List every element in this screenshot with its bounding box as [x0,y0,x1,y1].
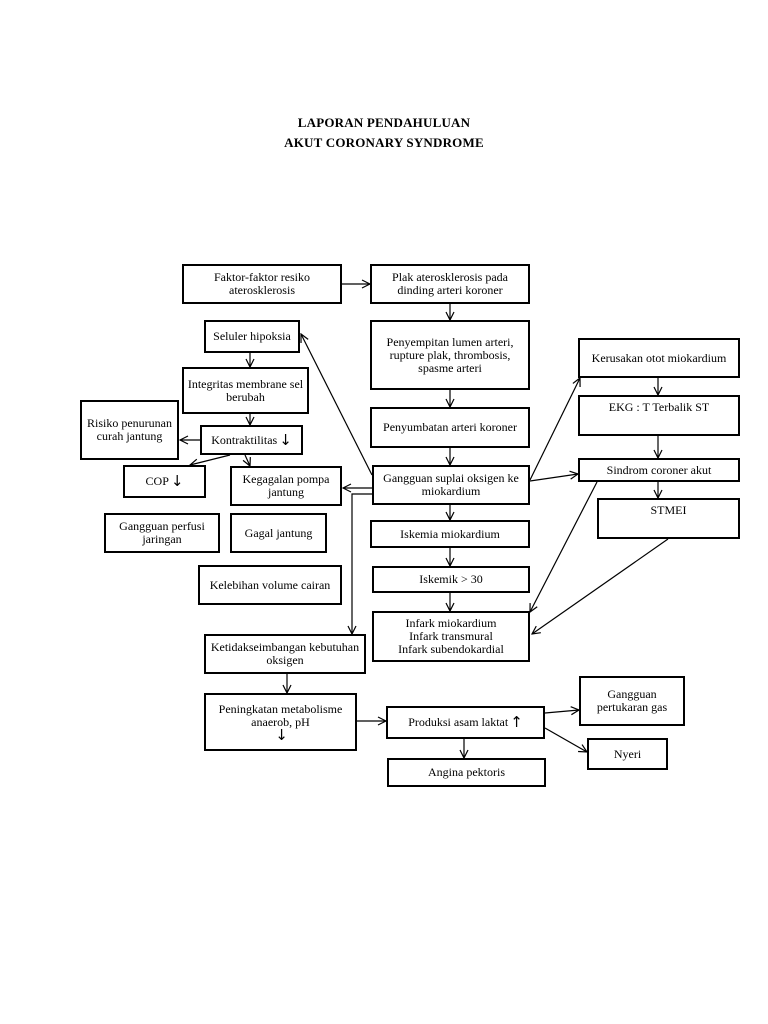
node-kontraktilitas: Kontraktilitas↓ [200,425,303,455]
arrow-sindrom-to-infark [530,481,598,612]
node-ekg: EKG : T Terbalik ST [578,395,740,436]
node-peningkatan-metabolisme: Peningkatan metabolisme anaerob, pH↓ [204,693,357,751]
down-arrow-icon: ↓ [170,472,184,490]
node-penyumbatan-arteri: Penyumbatan arteri koroner [370,407,530,448]
node-kegagalan-pompa: Kegagalan pompa jantung [230,466,342,506]
node-infark: Infark miokardium Infark transmural Infa… [372,611,530,662]
down-arrow-icon: ↓ [279,430,292,449]
node-stmei: STMEI [597,498,740,539]
node-nyeri: Nyeri [587,738,668,770]
node-plak-aterosklerosis: Plak aterosklerosis pada dinding arteri … [370,264,530,304]
up-arrow-icon: ↑ [510,713,523,731]
node-gangguan-pertukaran-gas: Gangguan pertukaran gas [579,676,685,726]
down-arrow-icon: ↓ [275,725,288,744]
page-title: LAPORAN PENDAHULUAN [297,115,471,130]
node-gangguan-suplai: Gangguan suplai oksigen ke miokardium [372,465,530,505]
node-integritas-membrane: Integritas membrane sel berubah [182,367,309,414]
page-subtitle: AKUT CORONARY SYNDROME [284,135,484,150]
node-seluler-hipoksia: Seluler hipoksia [204,320,300,353]
node-faktor-resiko: Faktor-faktor resiko aterosklerosis [182,264,342,304]
node-kelebihan-volume: Kelebihan volume cairan [198,565,342,605]
infark-miokardium-text: Infark miokardium [405,616,497,630]
arrow-kontraktilitas-to-cop [190,454,231,465]
infark-transmural-text: Infark transmural [409,629,493,643]
node-angina-pektoris: Angina pektoris [387,758,546,787]
arrow-gangguan-to-sindrom [529,474,578,482]
node-risiko-penurunan: Risiko penurunan curah jantung [80,400,179,460]
node-sindrom-coroner-akut: Sindrom coroner akut [578,458,740,482]
node-produksi-asam-laktat: Produksi asam laktat↑ [386,706,545,739]
node-ketidakseimbangan: Ketidakseimbangan kebutuhan oksigen [204,634,366,674]
node-cop: COP↓ [123,465,206,498]
arrow-gangguan-to-ketidakseimbangan [352,493,372,634]
arrow-kontraktilitas-to-kegagalan [245,454,250,466]
infark-subendokardial-text: Infark subendokardial [398,642,504,656]
arrow-gangguan-to-seluler [301,334,373,476]
node-gangguan-perfusi: Gangguan perfusi jaringan [104,513,220,553]
node-iskemik-30: Iskemik > 30 [372,566,530,593]
arrow-produksi-to-nyeri [544,727,587,752]
node-gagal-jantung: Gagal jantung [230,513,327,553]
node-iskemia-miokardium: Iskemia miokardium [370,520,530,548]
node-penyempitan-lumen: Penyempitan lumen arteri, rupture plak, … [370,320,530,390]
arrow-gangguan-to-kerusakan [529,378,580,481]
node-kerusakan-otot: Kerusakan otot miokardium [578,338,740,378]
arrow-stmei-to-infark [532,538,669,634]
arrow-produksi-to-gangguan-gas [544,710,579,713]
